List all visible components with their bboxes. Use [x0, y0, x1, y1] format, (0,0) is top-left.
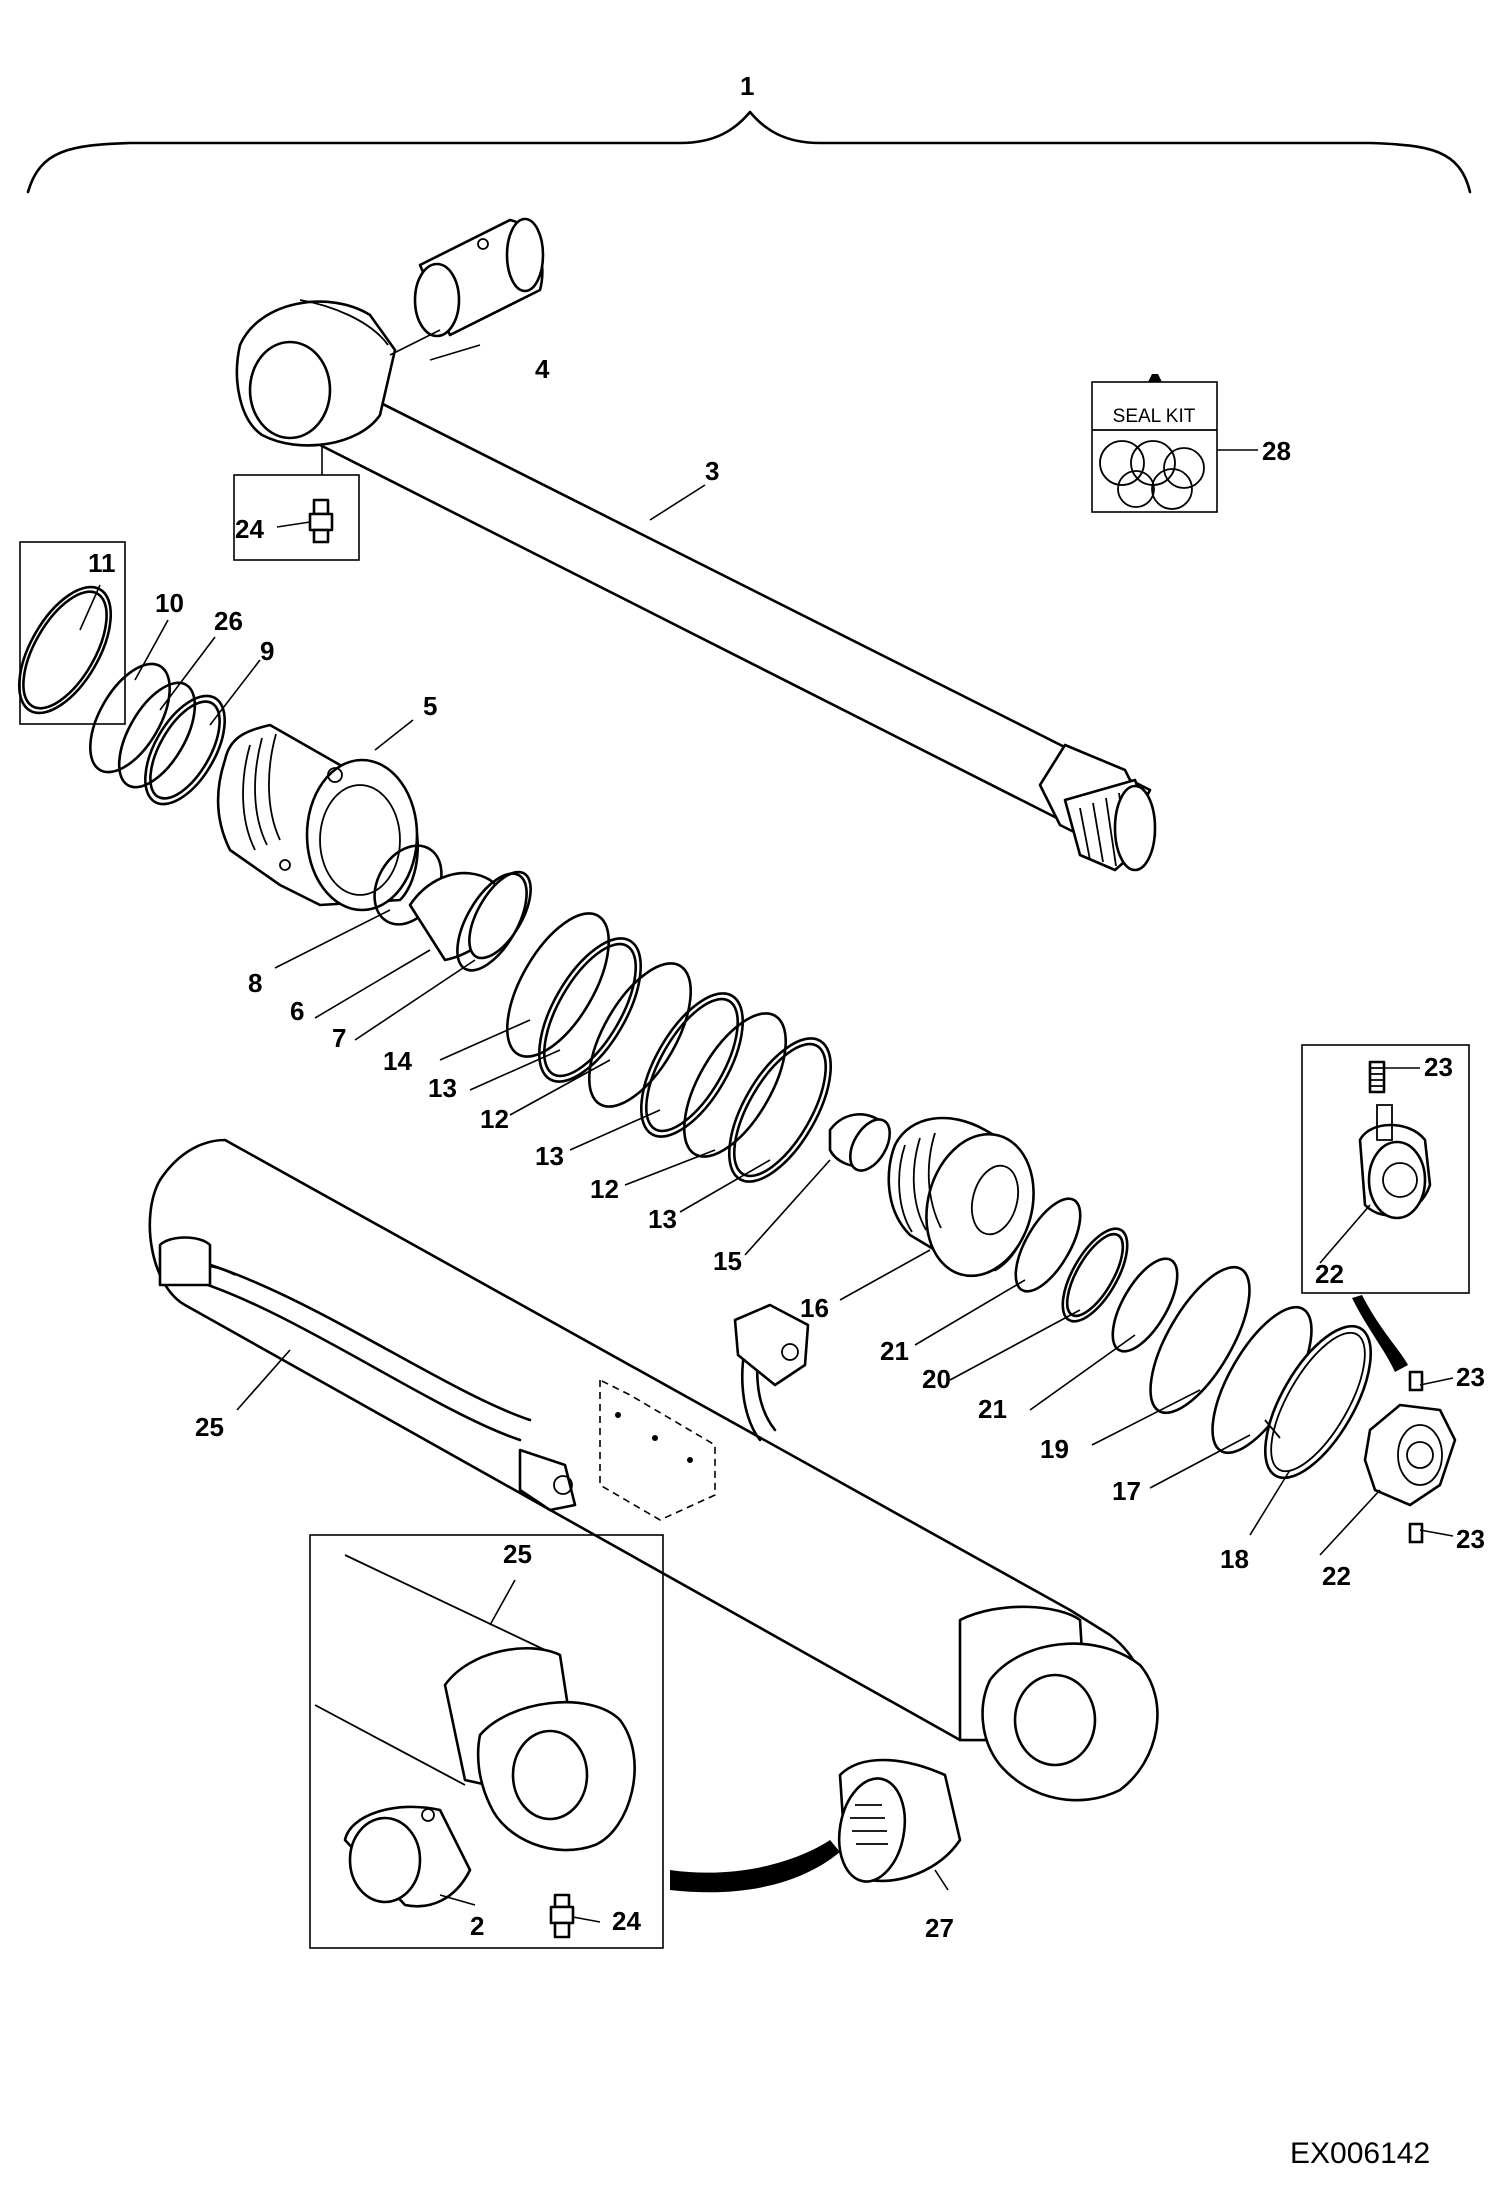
- callout-16: 16: [800, 1293, 829, 1323]
- piston-rod: [235, 299, 1157, 872]
- callout-25-b: 25: [503, 1539, 532, 1569]
- cylinder-barrel: [148, 1138, 1159, 1802]
- lock-nut: [1363, 1370, 1457, 1544]
- detail-arrow-left: [670, 1840, 840, 1893]
- callout-12-b: 12: [590, 1174, 619, 1204]
- grease-fitting-box-top: [233, 474, 360, 561]
- cylinder-head: [216, 723, 420, 912]
- wear-band: [1263, 1324, 1373, 1480]
- callout-5: 5: [423, 691, 437, 721]
- lock-nut-detail-box: [1301, 1044, 1470, 1294]
- callout-26: 26: [214, 606, 243, 636]
- head-seals: [89, 662, 226, 806]
- callout-24-top: 24: [235, 514, 264, 544]
- callout-22-b: 22: [1322, 1561, 1351, 1591]
- callout-19: 19: [1040, 1434, 1069, 1464]
- head-internal-seals: [373, 844, 532, 972]
- callout-23-b: 23: [1456, 1362, 1485, 1392]
- barrel-end-detail-box: [309, 1534, 664, 1949]
- callout-24-bottom: 24: [612, 1906, 641, 1936]
- detail-arrow-right: [1352, 1295, 1408, 1372]
- callout-leaders: [79, 344, 1454, 1906]
- callout-20: 20: [922, 1364, 951, 1394]
- callout-4: 4: [535, 354, 550, 384]
- callout-15: 15: [713, 1246, 742, 1276]
- callout-1: 1: [740, 71, 754, 101]
- piston: [887, 1116, 1035, 1278]
- callout-13-a: 13: [428, 1073, 457, 1103]
- seal-kit: [1091, 374, 1258, 513]
- callout-2: 2: [470, 1911, 484, 1941]
- callout-21-a: 21: [880, 1336, 909, 1366]
- callout-numbers: 1 4 3 28 24 11 10 26 9 5 8 6 7 14 13 12 …: [88, 71, 1485, 1943]
- callout-22-a: 22: [1315, 1259, 1344, 1289]
- callout-27: 27: [925, 1913, 954, 1943]
- spacer: [828, 1113, 891, 1172]
- callout-14: 14: [383, 1046, 412, 1076]
- piston-seals: [505, 912, 833, 1183]
- callout-9: 9: [260, 636, 274, 666]
- callout-11: 11: [88, 548, 116, 578]
- drawing-code: EX006142: [1290, 2137, 1430, 2170]
- callout-23-c: 23: [1456, 1524, 1485, 1554]
- wiper-ring: [17, 585, 113, 715]
- callout-10: 10: [155, 588, 184, 618]
- callout-13-c: 13: [648, 1204, 677, 1234]
- barrel-eye-bushing: [837, 1758, 962, 1883]
- rod-eye-bushing: [389, 217, 545, 356]
- callout-25-a: 25: [195, 1412, 224, 1442]
- assembly-brace: [26, 110, 1472, 194]
- grease-fitting-top: [276, 445, 334, 544]
- callout-21-b: 21: [978, 1394, 1007, 1424]
- callout-12-a: 12: [480, 1104, 509, 1134]
- wiper-ring-box: [19, 541, 126, 725]
- callout-23-a: 23: [1424, 1052, 1453, 1082]
- callout-17: 17: [1112, 1476, 1141, 1506]
- callout-3: 3: [705, 456, 719, 486]
- callout-28: 28: [1262, 436, 1291, 466]
- callout-8: 8: [248, 968, 262, 998]
- callout-7: 7: [332, 1023, 346, 1053]
- barrel-end-detail: [314, 1554, 636, 1939]
- callout-13-b: 13: [535, 1141, 564, 1171]
- callout-6: 6: [290, 996, 304, 1026]
- seal-kit-label: SEAL KIT: [1113, 406, 1196, 427]
- lock-nut-detail: [1358, 1060, 1432, 1220]
- callout-18: 18: [1220, 1544, 1249, 1574]
